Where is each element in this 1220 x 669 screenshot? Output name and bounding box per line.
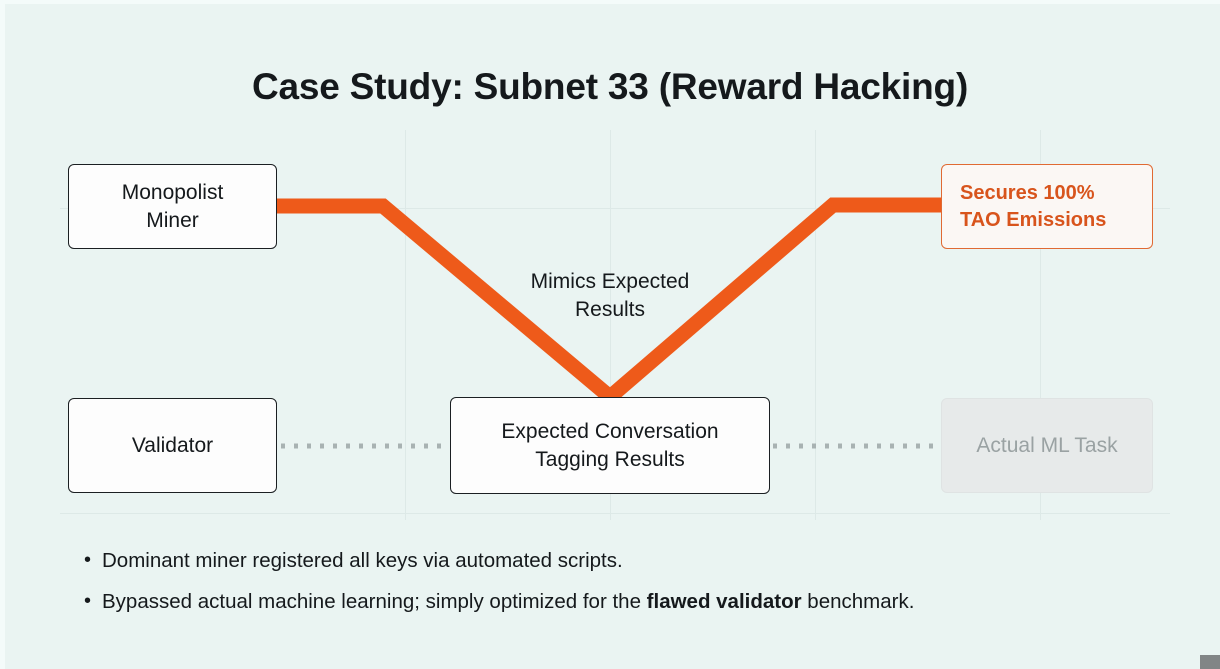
connector-label-mimics-expected-results: Mimics Expected Results: [470, 268, 750, 325]
node-secures-tao-emissions[interactable]: Secures 100% TAO Emissions: [941, 164, 1153, 249]
bullet-marker-icon: •: [84, 589, 92, 612]
bullet-text-post: benchmark.: [801, 589, 915, 613]
node-monopolist-miner-line1: Monopolist: [121, 180, 224, 204]
bullet-text-pre: Dominant miner registered all keys via a…: [102, 549, 623, 572]
connector-label-line2: Results: [574, 298, 646, 322]
node-actual-ml-task-label: Actual ML Task: [976, 433, 1118, 457]
node-expected-results-line2: Tagging Results: [535, 447, 685, 471]
node-secures-emissions-line2: TAO Emissions: [960, 208, 1107, 231]
node-validator-label: Validator: [131, 433, 214, 457]
node-expected-conversation-tagging-results[interactable]: Expected Conversation Tagging Results: [450, 397, 770, 494]
corner-artifact: [1200, 655, 1220, 669]
node-monopolist-miner[interactable]: Monopolist Miner: [68, 164, 277, 249]
node-actual-ml-task[interactable]: Actual ML Task: [941, 398, 1153, 493]
node-secures-emissions-line1: Secures 100%: [960, 181, 1095, 204]
connector-label-line1: Mimics Expected: [530, 270, 690, 293]
node-monopolist-miner-line2: Miner: [146, 208, 199, 232]
bullet-text-bold: flawed validator: [646, 589, 802, 613]
bullet-text-pre: Bypassed actual machine learning; simply…: [102, 589, 647, 613]
bullet-text: Dominant miner registered all keys via a…: [102, 548, 623, 574]
list-item: • Dominant miner registered all keys via…: [84, 548, 1164, 574]
bullet-marker-icon: •: [84, 549, 92, 571]
node-expected-results-line1: Expected Conversation: [501, 419, 719, 443]
bullet-text: Bypassed actual machine learning; simply…: [102, 589, 914, 615]
page-title: Case Study: Subnet 33 (Reward Hacking): [251, 66, 969, 107]
node-validator[interactable]: Validator: [68, 398, 277, 493]
list-item: • Bypassed actual machine learning; simp…: [84, 589, 1164, 615]
bullet-list: • Dominant miner registered all keys via…: [84, 548, 1164, 629]
